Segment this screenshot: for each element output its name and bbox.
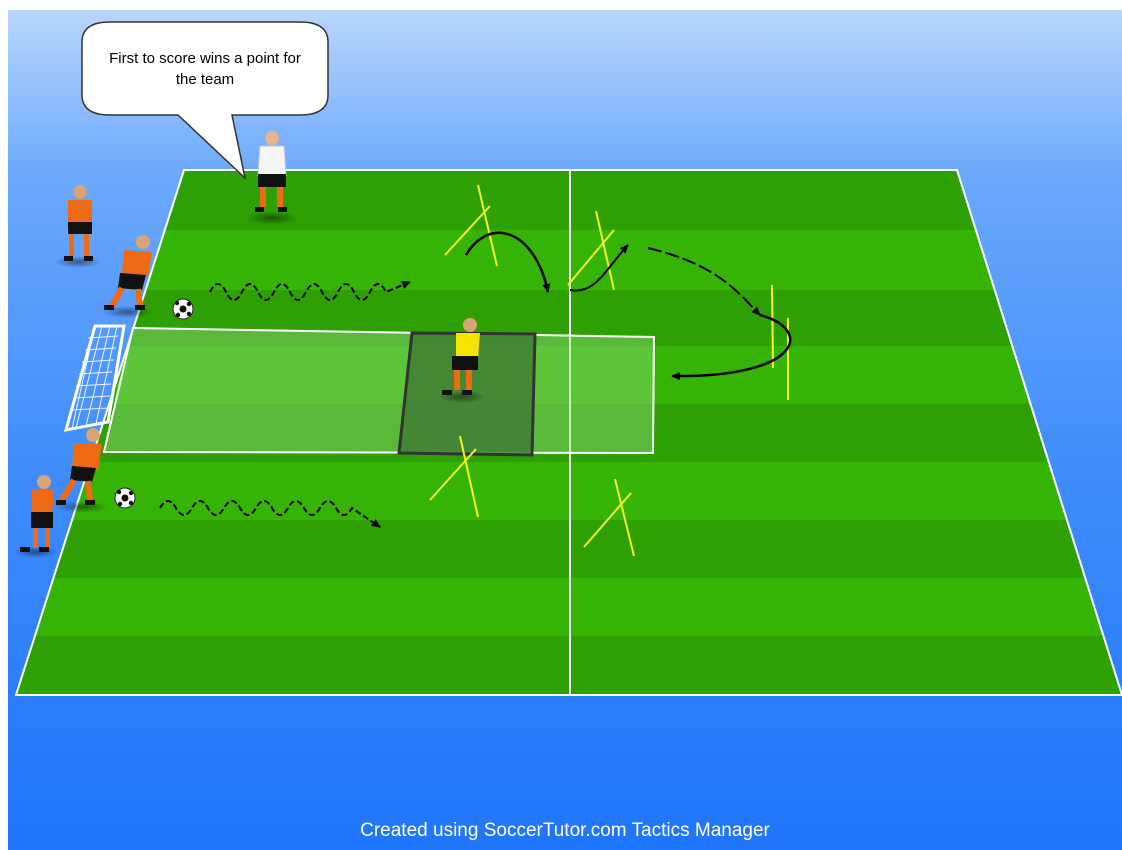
- soccer-ball-icon: [114, 487, 136, 509]
- callout-bubble: First to score wins a point for the team: [82, 22, 328, 115]
- speech-bubble: [81, 21, 329, 181]
- footer-credit: Created using SoccerTutor.com Tactics Ma…: [360, 820, 770, 841]
- player-figure-icon: [102, 235, 154, 318]
- pole: [614, 478, 635, 557]
- pole: [444, 205, 491, 256]
- goal-net-icon: [63, 324, 126, 432]
- run-arrow-1: [464, 231, 551, 293]
- pitch-boundary: [14, 169, 1122, 696]
- callout-text: First to score wins a point for the team: [109, 49, 301, 88]
- run-arrow-4: [671, 313, 792, 381]
- player-figure-icon: [246, 131, 298, 225]
- run-arrow-2: [569, 244, 629, 292]
- pole: [595, 210, 615, 291]
- pole: [459, 435, 479, 518]
- player-figure-icon: [56, 428, 108, 513]
- pole: [429, 448, 477, 501]
- pole: [583, 492, 632, 548]
- pole: [477, 184, 498, 267]
- run-arrow-3: [647, 247, 761, 316]
- player-figure-icon: [438, 318, 486, 403]
- dribble-path-bottom: [159, 500, 381, 528]
- player-figure-icon: [14, 475, 58, 558]
- pole: [771, 284, 774, 369]
- player-figure-icon: [54, 185, 102, 268]
- attacking-channel: [102, 326, 656, 455]
- soccer-ball-icon: [172, 298, 194, 320]
- pole: [567, 229, 615, 286]
- gate-poles: [429, 184, 789, 557]
- dribble-path-top: [209, 281, 411, 301]
